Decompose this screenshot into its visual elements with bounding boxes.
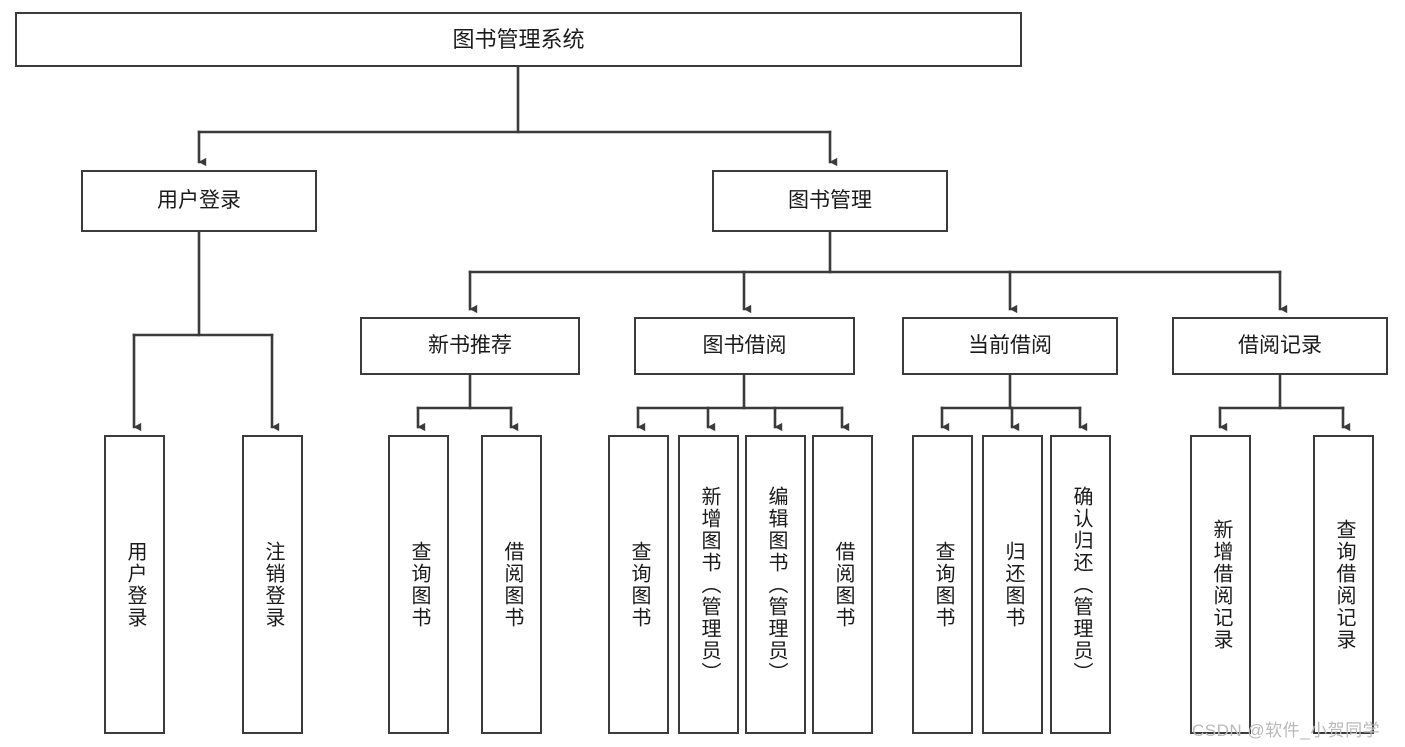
node-label: 图书管理 — [788, 188, 872, 212]
node-label: 借阅记录 — [1238, 333, 1322, 357]
node-user-login[interactable]: 用户登录 — [81, 170, 317, 232]
leaf-user-logout[interactable]: 注销登录 — [242, 435, 303, 734]
node-label: 查询图书 — [932, 540, 954, 629]
node-label: 新书推荐 — [428, 333, 512, 357]
node-new-book-rec[interactable]: 新书推荐 — [360, 317, 580, 375]
leaf-borrow-book-2[interactable]: 借阅图书 — [812, 435, 873, 734]
node-label: 图书管理系统 — [452, 26, 585, 52]
node-label: 查询图书 — [628, 540, 650, 629]
node-label: 用户登录 — [157, 188, 241, 212]
leaf-query-record[interactable]: 查询借阅记录 — [1313, 435, 1374, 734]
leaf-query-book-2[interactable]: 查询图书 — [608, 435, 669, 734]
node-label: 查询图书 — [408, 540, 430, 629]
node-current-borrow[interactable]: 当前借阅 — [902, 317, 1118, 375]
leaf-add-record[interactable]: 新增借阅记录 — [1190, 435, 1251, 734]
node-label: 图书借阅 — [702, 333, 787, 357]
node-label: 确认归还（管理员） — [1070, 485, 1092, 684]
node-book-borrow[interactable]: 图书借阅 — [634, 317, 855, 375]
node-label: 查询借阅记录 — [1333, 518, 1355, 651]
leaf-borrow-book-1[interactable]: 借阅图书 — [481, 435, 542, 734]
leaf-edit-book[interactable]: 编辑图书（管理员） — [745, 435, 806, 734]
leaf-return-book[interactable]: 归还图书 — [982, 435, 1043, 734]
node-label: 归还图书 — [1002, 540, 1024, 629]
leaf-user-login[interactable]: 用户登录 — [104, 435, 165, 734]
node-root[interactable]: 图书管理系统 — [15, 12, 1022, 67]
node-label: 新增图书（管理员） — [698, 485, 720, 684]
node-label: 用户登录 — [124, 540, 146, 629]
node-label: 注销登录 — [262, 540, 284, 629]
csdn-watermark: CSDN @软件_小贺同学 — [1192, 721, 1381, 740]
node-book-manage[interactable]: 图书管理 — [712, 170, 948, 232]
node-label: 当前借阅 — [968, 333, 1052, 357]
node-borrow-record[interactable]: 借阅记录 — [1172, 317, 1388, 375]
node-label: 新增借阅记录 — [1210, 518, 1232, 651]
node-label: 编辑图书（管理员） — [765, 485, 787, 684]
leaf-add-book[interactable]: 新增图书（管理员） — [678, 435, 739, 734]
leaf-query-book-1[interactable]: 查询图书 — [388, 435, 449, 734]
node-label: 借阅图书 — [501, 540, 523, 629]
leaf-confirm-return[interactable]: 确认归还（管理员） — [1050, 435, 1111, 734]
leaf-query-book-3[interactable]: 查询图书 — [912, 435, 973, 734]
node-label: 借阅图书 — [832, 540, 854, 629]
